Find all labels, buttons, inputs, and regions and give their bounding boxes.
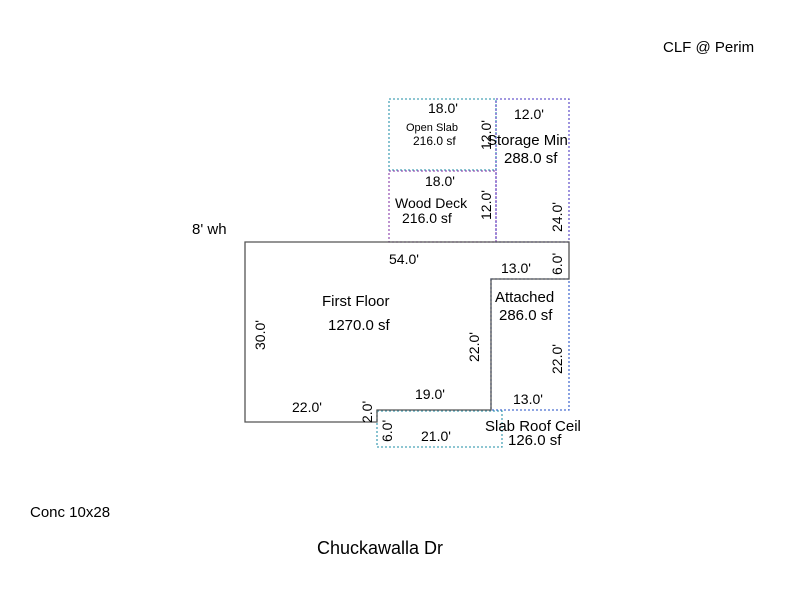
first-floor-left-dim: 30.0' bbox=[252, 320, 268, 350]
attached-bottom-dim: 13.0' bbox=[513, 391, 543, 407]
slab-roof-bottom-dim: 21.0' bbox=[421, 428, 451, 444]
first-floor-top-dim: 54.0' bbox=[389, 251, 419, 267]
first-floor-step-dim: 2.0' bbox=[359, 401, 375, 423]
slab-roof-outline bbox=[376, 410, 503, 448]
first-floor-outline bbox=[244, 241, 570, 423]
street-name: Chuckawalla Dr bbox=[317, 538, 443, 558]
slab-roof-name: Slab Roof Ceil bbox=[485, 418, 581, 435]
open-slab-area: 216.0 sf bbox=[413, 134, 456, 148]
storage-top-dim: 12.0' bbox=[514, 106, 544, 122]
slab-roof-side-dim: 6.0' bbox=[379, 420, 395, 442]
storage-side-dim: 24.0' bbox=[549, 202, 565, 232]
concrete-note: Conc 10x28 bbox=[30, 504, 110, 521]
open-slab-top-dim: 18.0' bbox=[428, 100, 458, 116]
slab-roof-area: 126.0 sf bbox=[508, 432, 562, 449]
storage-name: Storage Min bbox=[487, 132, 568, 149]
first-floor-area: 1270.0 sf bbox=[328, 317, 391, 334]
wood-deck-top-dim: 18.0' bbox=[425, 173, 455, 189]
attached-side-dim: 22.0' bbox=[549, 344, 565, 374]
storage-area: 288.0 sf bbox=[504, 150, 558, 167]
corner-note: CLF @ Perim bbox=[663, 39, 754, 56]
first-floor-inner-dim: 22.0' bbox=[466, 332, 482, 362]
wall-height-note: 8' wh bbox=[192, 221, 227, 238]
first-floor-notch-width-dim: 13.0' bbox=[501, 260, 531, 276]
first-floor-notch-height-dim: 6.0' bbox=[549, 253, 565, 275]
open-slab-side-dim: 12.0' bbox=[478, 120, 494, 150]
open-slab-outline bbox=[388, 98, 497, 171]
first-floor-name: First Floor bbox=[322, 293, 390, 310]
wood-deck-area: 216.0 sf bbox=[402, 210, 452, 226]
wood-deck-name: Wood Deck bbox=[395, 195, 468, 211]
attached-name: Attached bbox=[495, 289, 554, 306]
open-slab-name: Open Slab bbox=[406, 122, 458, 134]
first-floor-bottom-mid-dim: 19.0' bbox=[415, 386, 445, 402]
attached-area: 286.0 sf bbox=[499, 307, 553, 324]
wood-deck-outline bbox=[388, 170, 497, 243]
first-floor-bottom-left-dim: 22.0' bbox=[292, 399, 322, 415]
wood-deck-side-dim: 12.0' bbox=[478, 190, 494, 220]
